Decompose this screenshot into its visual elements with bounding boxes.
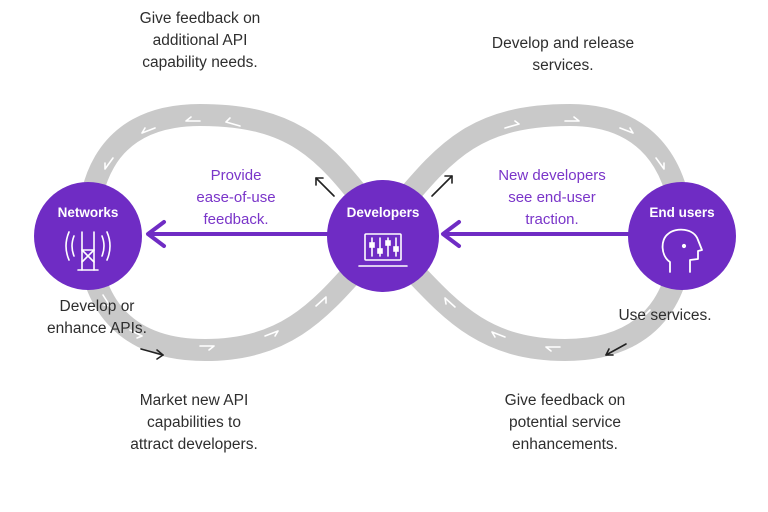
end-users-node: End users: [628, 182, 736, 290]
label-end-users-note: Use services.: [618, 307, 712, 324]
chevron-mark: [504, 120, 520, 129]
chevron-mark: [199, 345, 215, 351]
laptop-sliders-icon: [358, 233, 408, 267]
chevron-mark: [619, 127, 634, 134]
chevron-mark: [264, 330, 279, 337]
chevron-mark: [491, 331, 506, 338]
networks-node: Networks: [34, 182, 142, 290]
loop-chevrons: [102, 116, 665, 352]
arrow-top-right: [431, 175, 453, 197]
label-top-left: Give feedback on additional API capabili…: [139, 10, 261, 71]
label-center-right: New developers see end-user traction.: [498, 167, 606, 228]
head-profile-icon: [661, 228, 703, 273]
chevron-mark: [655, 157, 665, 170]
developers-node: Developers: [327, 180, 439, 292]
label-networks-note: Develop or enhance APIs.: [47, 298, 147, 337]
chevron-mark: [104, 157, 114, 170]
chevron-mark: [185, 116, 201, 122]
flow-arrows: [140, 175, 627, 360]
purple-connectors: [146, 220, 634, 248]
chevron-mark: [225, 117, 241, 127]
chevron-mark: [315, 296, 327, 307]
networks-title: Networks: [58, 205, 119, 220]
chevron-mark: [102, 294, 111, 307]
chevron-mark: [640, 309, 651, 320]
label-bottom-right: Give feedback on potential service enhan…: [504, 392, 626, 453]
chevron-mark: [444, 297, 456, 308]
chevron-mark: [141, 127, 156, 134]
end-users-title: End users: [649, 205, 714, 220]
label-bottom-left: Market new API capabilities to attract d…: [130, 392, 258, 453]
arrow-bottom-left: [140, 348, 164, 360]
chevron-mark: [129, 329, 143, 339]
label-center-left: Provide ease-of-use feedback.: [196, 167, 276, 228]
developers-title: Developers: [347, 205, 420, 220]
chevron-mark: [564, 116, 580, 122]
arrow-bottom-right: [605, 343, 627, 356]
network-antenna-icon: [65, 231, 111, 271]
chevron-mark: [545, 346, 561, 352]
arrow-top-left: [315, 177, 335, 197]
label-top-right: Develop and release services.: [491, 35, 635, 74]
